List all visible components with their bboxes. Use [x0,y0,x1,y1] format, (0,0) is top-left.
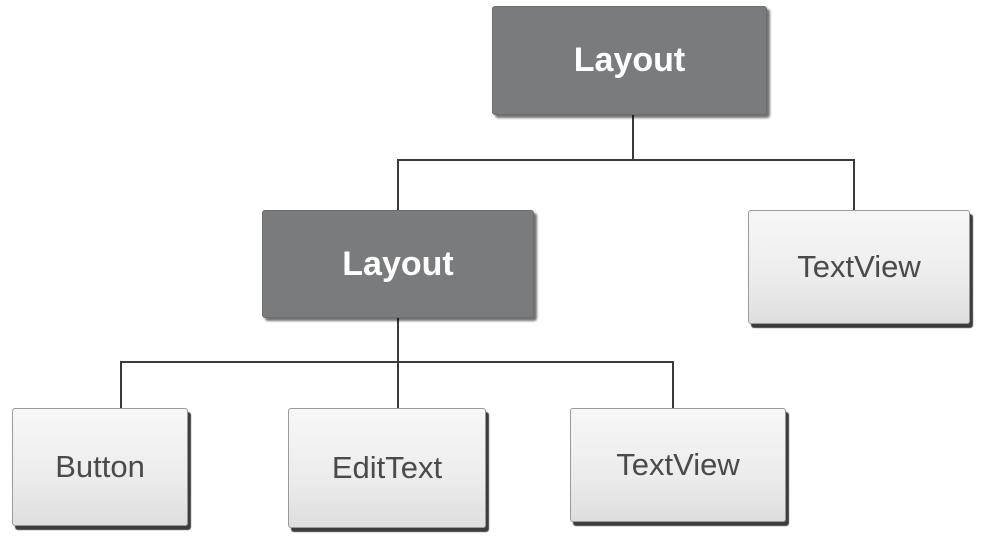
child-layout-label: Layout [342,244,454,283]
edittext-label: EditText [331,450,443,485]
edittext-node: EditText [288,408,486,528]
button-label: Button [55,449,145,484]
root-layout-node: Layout [492,6,767,115]
root-layout-label: Layout [573,41,686,79]
child-layout-node: Layout [262,210,534,318]
textview-top-node: TextView [748,210,970,324]
textview-bottom-label: TextView [616,447,740,482]
button-node: Button [12,408,188,526]
textview-bottom-node: TextView [570,408,786,522]
textview-top-label: TextView [797,249,921,284]
